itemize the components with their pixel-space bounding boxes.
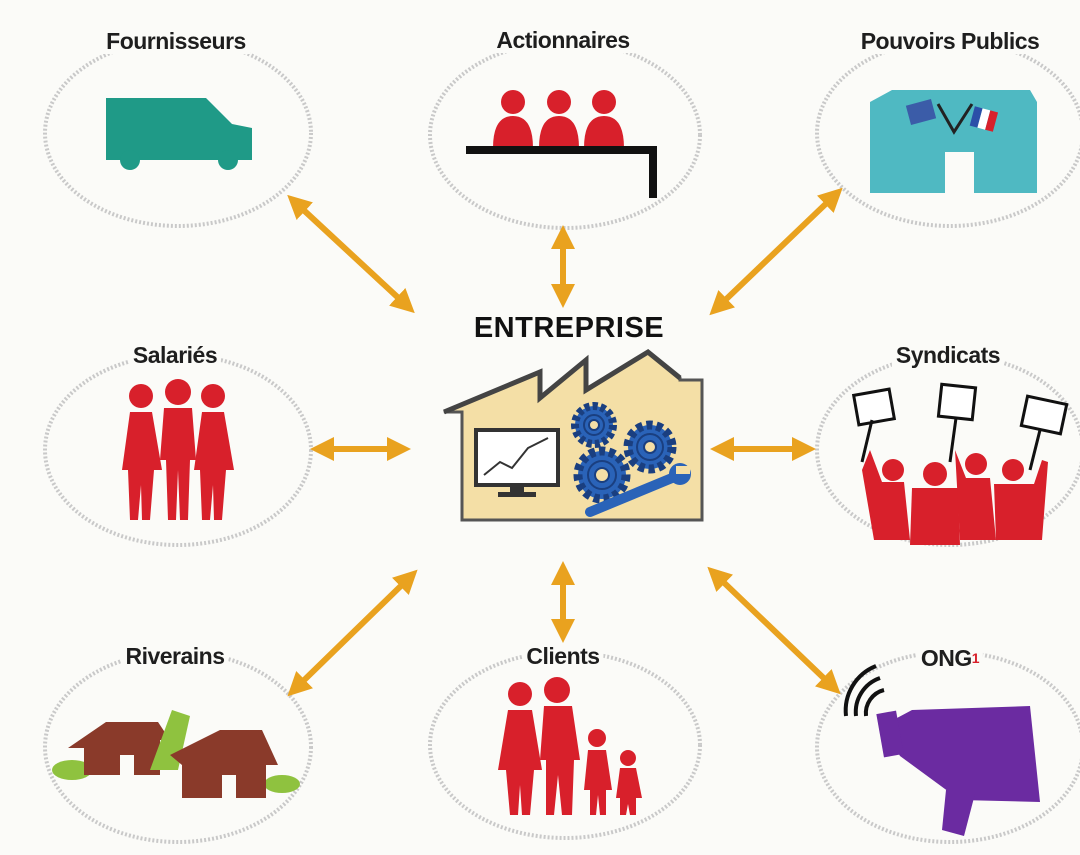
government-building-icon xyxy=(870,90,1037,193)
houses-icon xyxy=(52,710,300,798)
factory-icon xyxy=(443,348,704,522)
arrow-pouvoirs-publics xyxy=(709,187,843,316)
label-pouvoirs-publics: Pouvoirs Publics xyxy=(856,28,1044,54)
label-salaries: Salariés xyxy=(128,342,222,368)
protest-icon xyxy=(851,382,1069,545)
monitor-icon xyxy=(474,428,560,497)
employees-icon xyxy=(122,379,234,520)
center-title: ENTREPRISE xyxy=(473,312,665,344)
label-ong: ONG1 xyxy=(916,645,984,671)
truck-icon xyxy=(106,98,252,170)
label-ong-footnote: 1 xyxy=(971,650,980,666)
label-riverains: Riverains xyxy=(121,643,229,669)
wrench-icon xyxy=(585,463,691,517)
family-icon xyxy=(498,677,642,815)
shareholders-icon xyxy=(466,90,657,198)
label-syndicats: Syndicats xyxy=(891,342,1005,368)
megaphone-icon xyxy=(843,664,1040,836)
label-actionnaires: Actionnaires xyxy=(492,27,634,53)
arrow-ong xyxy=(707,566,841,695)
gears-icon xyxy=(571,402,677,504)
arrow-riverains xyxy=(287,569,418,697)
label-fournisseurs: Fournisseurs xyxy=(102,28,250,54)
label-clients: Clients xyxy=(522,643,604,669)
label-ong-text: ONG xyxy=(920,645,972,671)
arrow-fournisseurs xyxy=(287,194,415,314)
